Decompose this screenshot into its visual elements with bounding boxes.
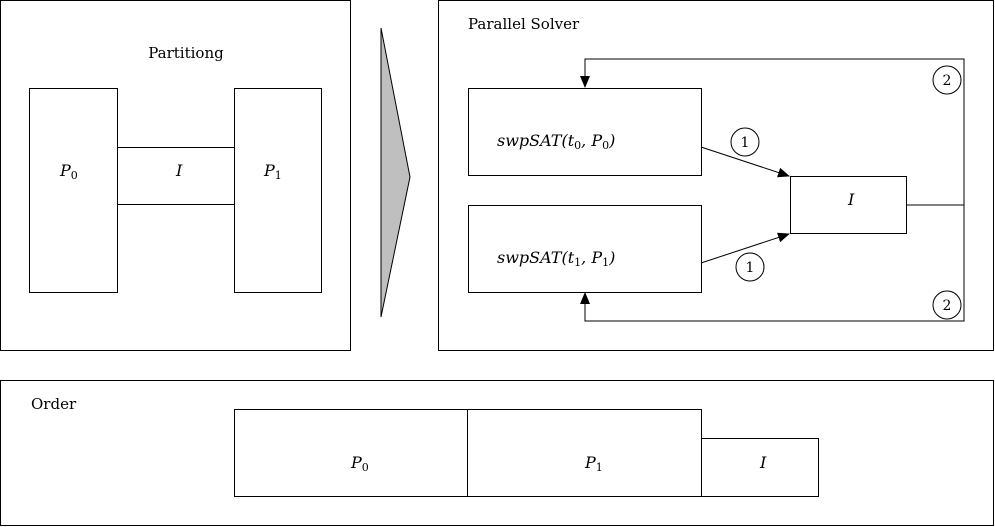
solver-task-t1-block: [468, 205, 702, 293]
transition-arrow-icon: [380, 27, 411, 318]
order-p1-label: P1: [584, 453, 603, 474]
order-p0-label: P0: [350, 453, 369, 474]
partition-p1-block: [234, 88, 322, 293]
step2-bottom-circle: [932, 290, 962, 320]
partitioning-panel: Partitiong P0 I P1: [0, 0, 351, 351]
step1-bottom-circle: [735, 252, 765, 282]
partitioning-title: Partitiong: [148, 44, 224, 62]
order-title: Order: [31, 395, 77, 413]
order-p1-block: [467, 409, 702, 497]
step1-arrow-bottom: [700, 232, 790, 264]
step1-bottom-number: 1: [746, 260, 755, 276]
solver-task-t0-label: swpSAT(t0, P0): [497, 131, 615, 152]
step2-feedback-top: [580, 58, 965, 206]
order-interface-block: [701, 438, 819, 497]
parallel-solver-panel: Parallel Solver swpSAT(t0, P0) swpSAT(t1…: [438, 0, 994, 351]
step2-bottom-number: 2: [943, 298, 952, 314]
solver-interface-label: I: [847, 190, 855, 209]
step1-top-circle: [730, 127, 760, 157]
order-p0-block: [234, 409, 468, 497]
partition-p0-block: [29, 88, 118, 293]
partition-p1-label: P1: [263, 161, 282, 182]
partition-p0-label: P0: [59, 161, 78, 182]
step1-arrow-top: [700, 146, 790, 178]
partition-interface-block: [117, 147, 235, 205]
solver-task-t1-label: swpSAT(t1, P1): [497, 248, 615, 269]
order-interface-label: I: [759, 453, 767, 472]
order-panel: Order P0 P1 I: [0, 380, 994, 526]
solver-task-t0-block: [468, 88, 702, 176]
solver-interface-block: [790, 176, 907, 234]
step2-feedback-bottom: [580, 205, 965, 322]
step1-top-number: 1: [741, 135, 750, 151]
solver-title: Parallel Solver: [468, 15, 580, 33]
step2-top-circle: [932, 65, 962, 95]
partition-interface-label: I: [175, 161, 183, 180]
step2-top-number: 2: [943, 73, 952, 89]
